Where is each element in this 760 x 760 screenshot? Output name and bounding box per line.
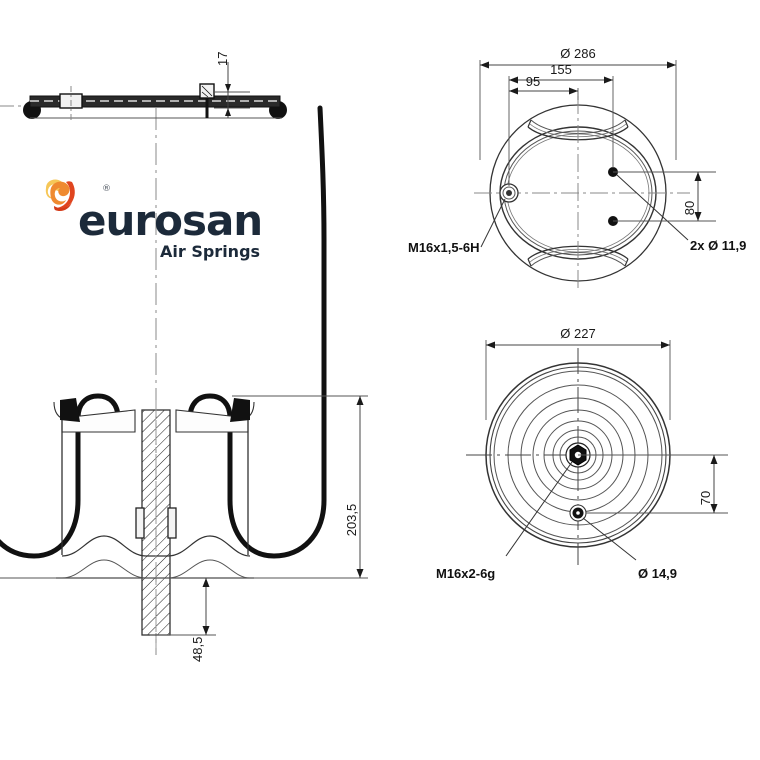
label-2x-11-9: 2x Ø 11,9 bbox=[690, 238, 746, 253]
top-slot-lower-cap-l bbox=[527, 258, 532, 267]
label-14-9: Ø 14,9 bbox=[638, 566, 677, 581]
dim-203-text: 203,5 bbox=[344, 504, 359, 537]
dim-17-text: 17 bbox=[215, 52, 230, 66]
dim-17-arrow-a bbox=[225, 84, 231, 92]
leader-m16-1-5 bbox=[480, 198, 506, 248]
dim-17-arrow-b bbox=[225, 108, 231, 116]
leader-holes-11-9 bbox=[616, 174, 689, 241]
shaft-nut-left bbox=[135, 507, 145, 539]
section-view: 17 2 bbox=[0, 52, 368, 662]
air-port-hatch-2 bbox=[201, 91, 209, 98]
top-slot-lower-cap-r bbox=[624, 258, 629, 267]
top-plate-view: M16x1,5-6H 2x Ø 11,9 Ø 286 155 95 80 bbox=[408, 46, 746, 292]
lobe-seal-right bbox=[230, 398, 250, 422]
bellows-outer-profile bbox=[0, 393, 121, 559]
air-port-hatch-1 bbox=[201, 85, 213, 97]
leader-m16x2 bbox=[505, 461, 573, 557]
dim-227-text: Ø 227 bbox=[560, 326, 595, 341]
dim-48-text: 48,5 bbox=[190, 637, 205, 662]
dim-286-text: Ø 286 bbox=[560, 46, 595, 61]
top-threaded-boss-bore bbox=[506, 190, 512, 196]
dim-95-text: 95 bbox=[526, 74, 540, 89]
lobe-seal-left bbox=[60, 398, 80, 422]
dim-155-text: 155 bbox=[550, 62, 572, 77]
label-m16x1-5-6h: M16x1,5-6H bbox=[408, 240, 480, 255]
top-slot-upper-cap-l bbox=[527, 119, 532, 128]
bellows-outer-profile-right bbox=[187, 105, 327, 559]
shaft-nut-right bbox=[167, 507, 177, 539]
label-m16x2-6g: M16x2-6g bbox=[436, 566, 495, 581]
dim-80-text: 80 bbox=[682, 201, 697, 215]
bottom-small-hole-bore bbox=[576, 511, 580, 515]
bottom-piston-view: M16x2-6g Ø 14,9 Ø 227 70 bbox=[436, 326, 728, 581]
dim-70-text: 70 bbox=[698, 491, 713, 505]
leader-14-9 bbox=[582, 517, 637, 561]
top-slot-upper-cap-r bbox=[624, 119, 629, 128]
